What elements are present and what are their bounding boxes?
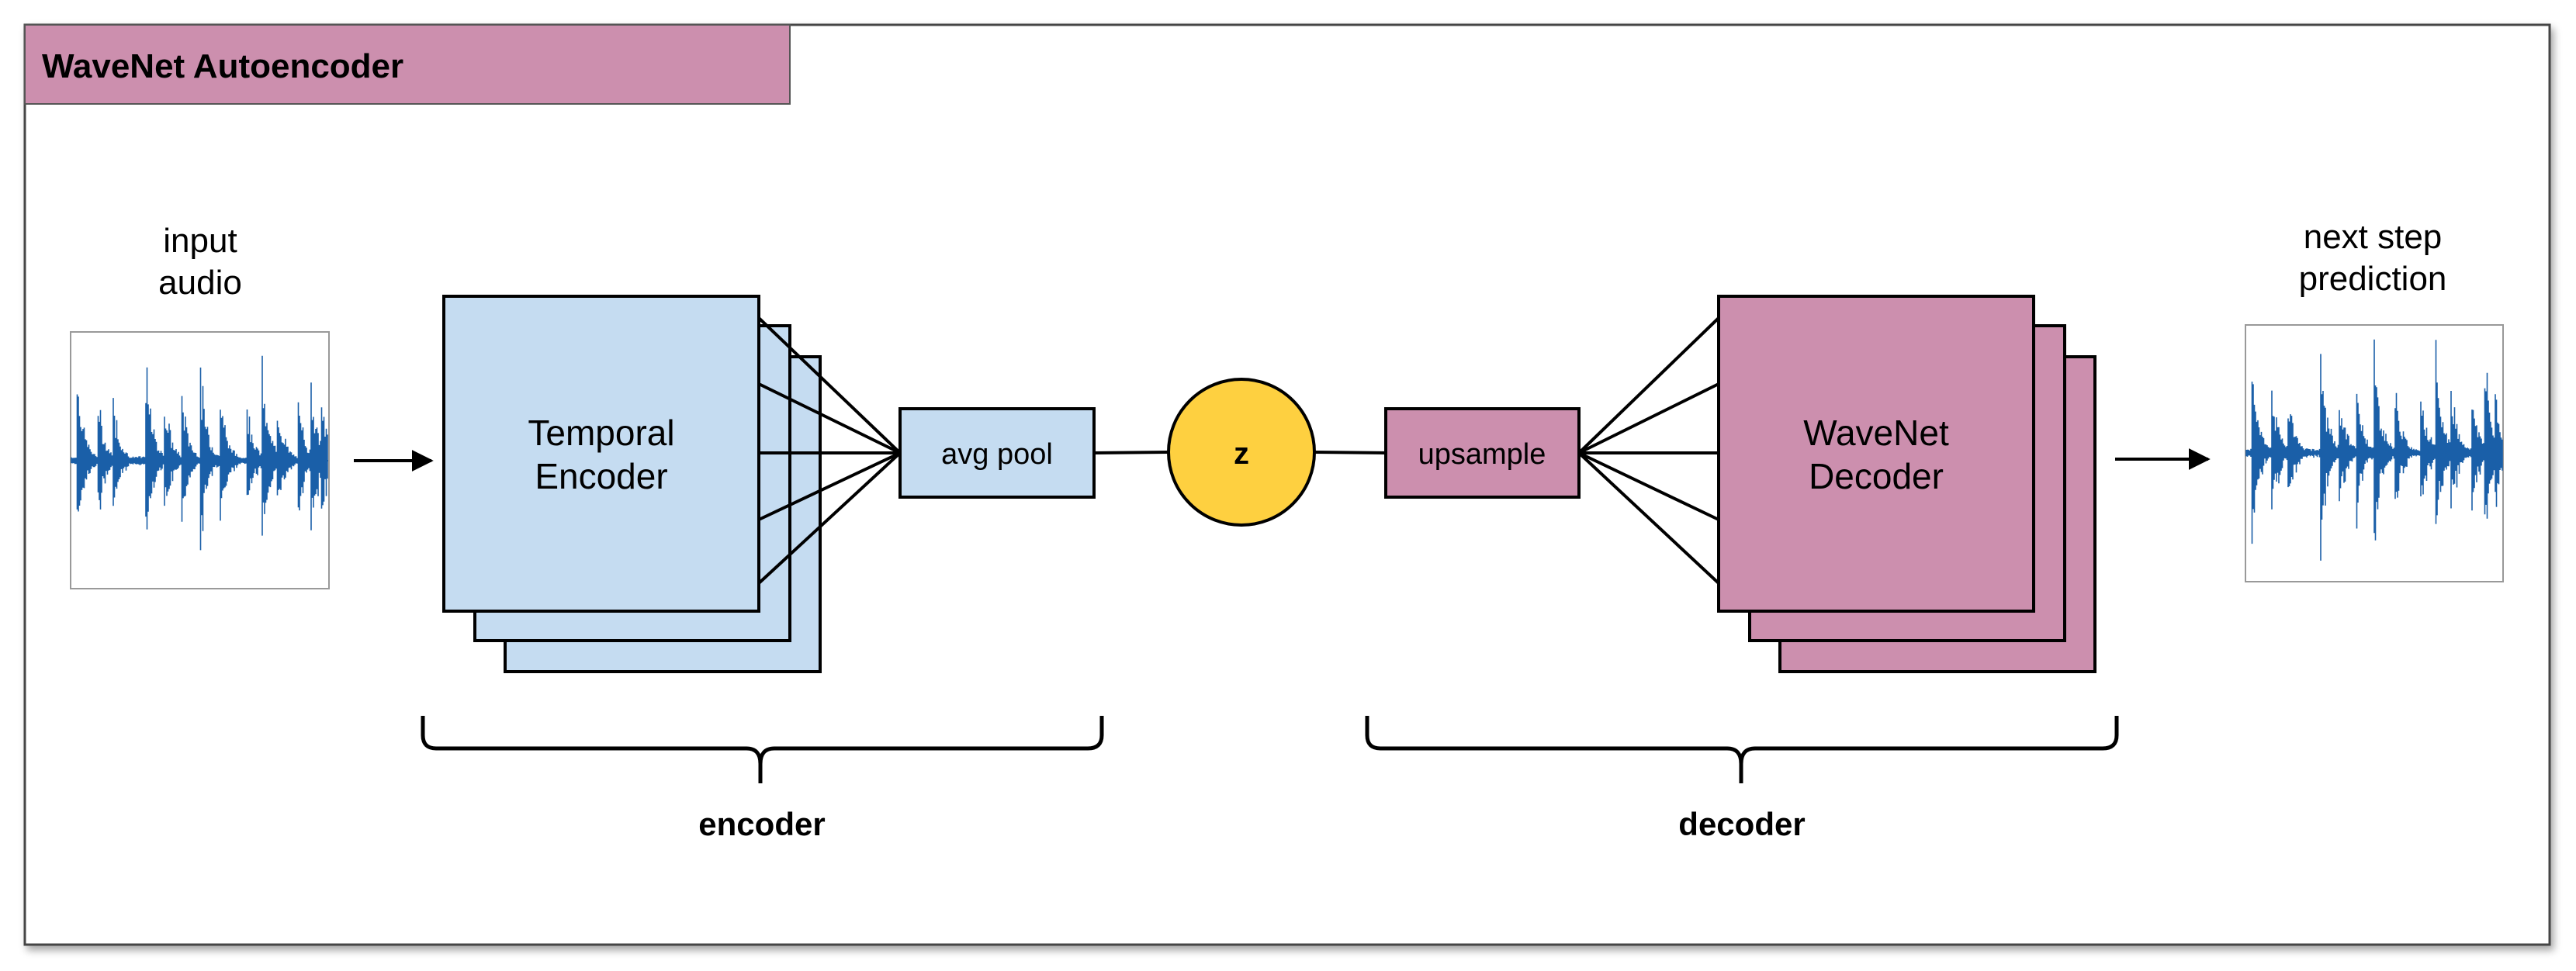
latent-z-node: [1167, 378, 1316, 527]
decoder-brace-label: decoder: [1678, 806, 1805, 842]
title-banner: [24, 24, 791, 105]
diagram-title: WaveNet Autoencoder: [42, 47, 403, 85]
decoder-brace: [1365, 716, 2119, 783]
avg-pool-box: [898, 407, 1096, 499]
input-label-line2: audio: [158, 264, 242, 302]
temporal-encoder-stack: [442, 295, 822, 673]
wavenet-decoder-stack: [1717, 295, 2096, 673]
output-label-line2: prediction: [2299, 260, 2447, 298]
pool-to-z-line: [1093, 451, 1169, 454]
decoder-block-line2: Decoder: [1809, 456, 1944, 496]
decoder-block-line1: WaveNet: [1803, 413, 1949, 453]
encoder-fan-lines: [757, 316, 902, 585]
output-waveform-icon: [2245, 324, 2504, 582]
input-label-line1: input: [163, 222, 237, 260]
input-waveform-icon: [70, 331, 330, 589]
decoder-fan-lines: [1577, 316, 1720, 585]
encoder-brace-label: encoder: [698, 806, 825, 842]
latent-z-label: z: [1234, 437, 1249, 471]
output-label-line1: next step: [2304, 218, 2443, 256]
encoder-brace: [421, 716, 1104, 783]
z-to-upsample-line: [1314, 451, 1387, 454]
upsample-label: upsample: [1418, 438, 1546, 471]
encoder-block-line2: Encoder: [535, 456, 667, 496]
encoder-block-line1: Temporal: [528, 413, 674, 453]
avg-pool-label: avg pool: [941, 438, 1053, 471]
